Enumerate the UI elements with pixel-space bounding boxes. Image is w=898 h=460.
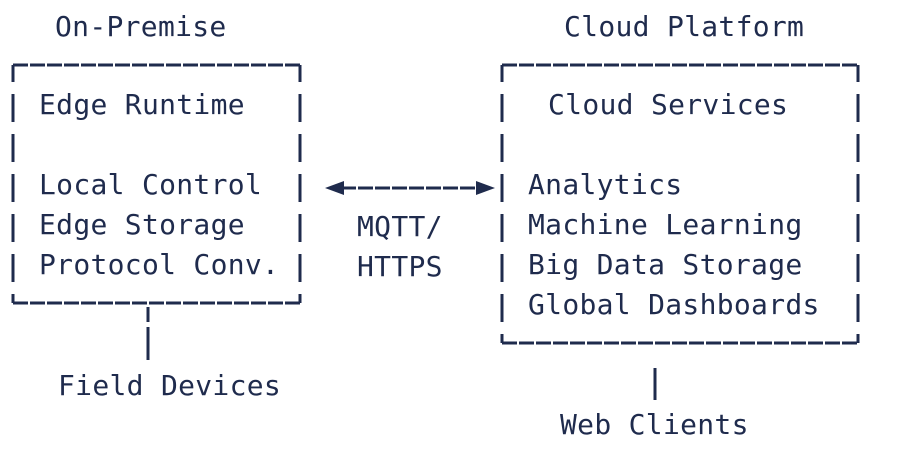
cloud-item-global-dashboards: Global Dashboards [528,288,820,321]
link-protocol-https-label: HTTPS [357,250,443,283]
on-premise-item-protocol-conv: Protocol Conv. [39,248,280,281]
on-premise-title: On-Premise [55,10,227,43]
field-devices-label: Field Devices [58,369,282,402]
cloud-platform-box [500,63,860,345]
cloud-item-big-data-storage: Big Data Storage [528,248,803,281]
bidirectional-arrow-icon [325,181,495,195]
on-premise-box-header: Edge Runtime [39,88,245,121]
cloud-box-header: Cloud Services [548,88,789,121]
cloud-item-analytics: Analytics [528,168,683,201]
cloud-item-machine-learning: Machine Learning [528,208,803,241]
on-premise-item-local-control: Local Control [39,168,263,201]
cloud-platform-title: Cloud Platform [564,10,805,43]
arrow-head-left [325,181,344,195]
on-premise-item-edge-storage: Edge Storage [39,208,245,241]
web-clients-label: Web Clients [560,408,749,441]
link-protocol-mqtt-label: MQTT/ [357,210,443,243]
on-premise-box [11,63,302,305]
arrow-head-right [476,181,495,195]
